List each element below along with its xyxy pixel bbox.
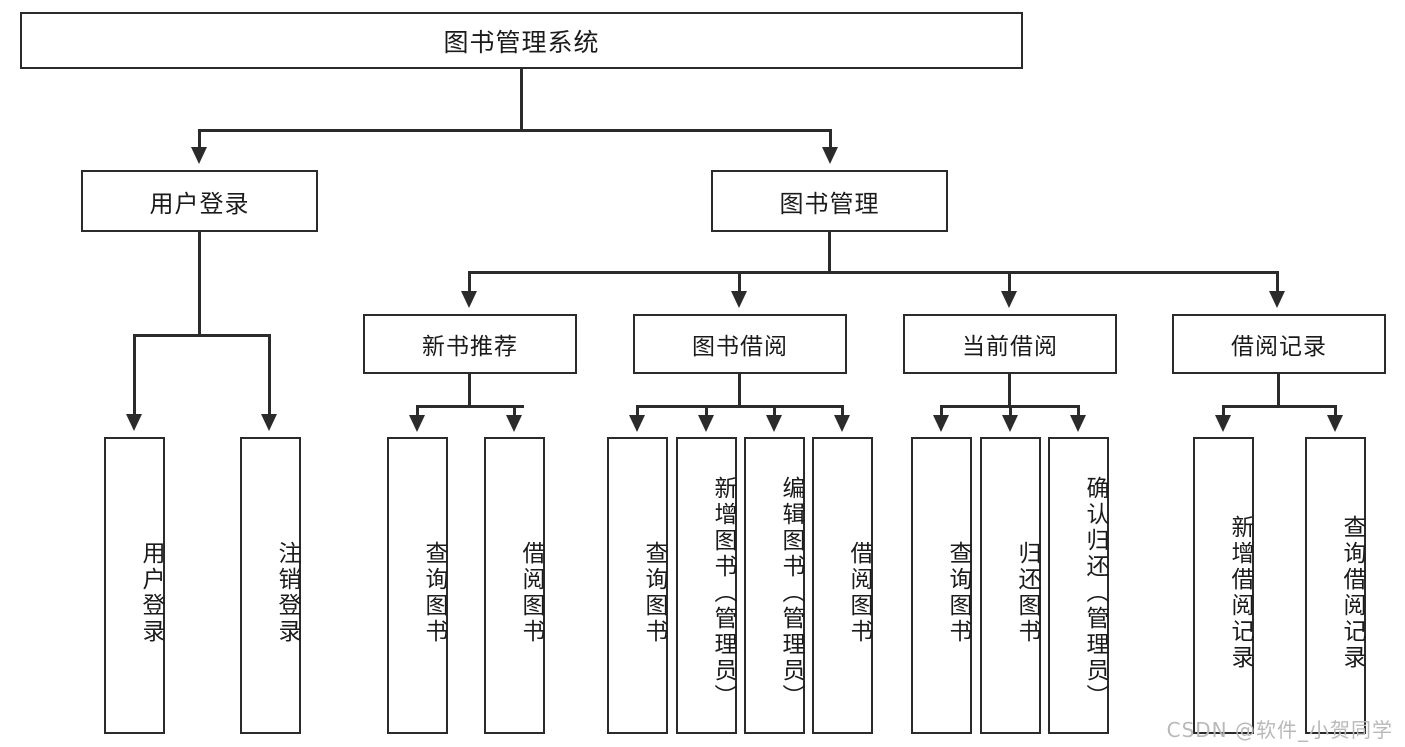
connector-root-bus (198, 129, 832, 132)
connector-new-book-stem (468, 374, 471, 408)
leaf-logout[interactable]: 注销登录 (240, 437, 301, 734)
leaf-new-book-borrow-books[interactable]: 借阅图书 (484, 437, 545, 734)
leaf-book-borrow-borrow-books[interactable]: 借阅图书 (812, 437, 873, 734)
leaf-new-book-query-books[interactable]: 查询图书 (387, 437, 448, 734)
connector-book-borrow-stem (738, 374, 741, 408)
node-root-book-management-system[interactable]: 图书管理系统 (20, 12, 1023, 69)
leaf-user-login[interactable]: 用户登录 (104, 437, 165, 734)
arrowhead-to-book-borrow (731, 291, 747, 308)
node-label: 查询借阅记录 (1339, 514, 1365, 671)
node-label: 查询图书 (945, 540, 971, 645)
connector-borrow-record-bus (1222, 405, 1337, 408)
arrowhead-to-current-borrow (1001, 291, 1017, 308)
connector-borrow-record-stem (1277, 374, 1280, 408)
arrowhead-to-leaf-logout (261, 414, 277, 431)
connector-level2-drop-4 (1276, 271, 1279, 293)
arrowhead-new-book-leaf-2 (506, 415, 522, 432)
node-book-management[interactable]: 图书管理 (711, 170, 948, 232)
connector-user-login-stem (198, 232, 201, 336)
node-borrow-record[interactable]: 借阅记录 (1172, 314, 1386, 374)
leaf-borrow-record-add-record[interactable]: 新增借阅记录 (1193, 437, 1254, 734)
connector-user-login-bus (133, 334, 270, 337)
connector-book-borrow-drop-4 (841, 405, 844, 417)
node-label: 新增借阅记录 (1227, 514, 1253, 671)
arrowhead-book-borrow-leaf-3 (766, 415, 782, 432)
arrowhead-root-to-user-login (191, 147, 207, 164)
arrowhead-current-borrow-leaf-1 (933, 415, 949, 432)
connector-book-borrow-bus (636, 405, 844, 408)
arrowhead-borrow-record-leaf-1 (1215, 415, 1231, 432)
node-label: 确认归还（管理员） (1082, 475, 1108, 710)
arrowhead-current-borrow-leaf-2 (1002, 415, 1018, 432)
connector-book-management-stem (828, 232, 831, 274)
node-label: 新增图书（管理员） (710, 475, 736, 710)
node-label: 编辑图书（管理员） (778, 475, 804, 710)
connector-level2-drop-1 (468, 271, 471, 293)
node-label: 用户登录 (138, 540, 164, 645)
connector-level2-drop-3 (1008, 271, 1011, 293)
connector-root-drop-2 (829, 129, 832, 149)
node-label: 用户登录 (149, 189, 250, 218)
node-label: 借阅图书 (846, 540, 872, 645)
node-user-login[interactable]: 用户登录 (81, 170, 318, 232)
node-label: 图书借阅 (692, 334, 788, 360)
arrowhead-book-borrow-leaf-1 (629, 415, 645, 432)
leaf-book-borrow-edit-book-admin[interactable]: 编辑图书（管理员） (744, 437, 805, 734)
arrowhead-current-borrow-leaf-3 (1070, 415, 1086, 432)
arrowhead-borrow-record-leaf-2 (1327, 415, 1343, 432)
connector-root-drop-1 (198, 129, 201, 149)
node-current-borrow[interactable]: 当前借阅 (903, 314, 1117, 374)
arrowhead-to-new-book-recommend (461, 291, 477, 308)
arrowhead-new-book-leaf-1 (409, 415, 425, 432)
arrowhead-to-borrow-record (1269, 291, 1285, 308)
arrowhead-to-leaf-user-login (126, 414, 142, 431)
arrowhead-book-borrow-leaf-4 (834, 415, 850, 432)
node-book-borrow[interactable]: 图书借阅 (633, 314, 847, 374)
connector-user-login-drop-1 (133, 334, 136, 416)
connector-current-borrow-drop-1 (940, 405, 943, 417)
arrowhead-root-to-book-management (822, 147, 838, 164)
connector-current-borrow-stem (1008, 374, 1011, 408)
connector-book-borrow-drop-2 (705, 405, 708, 417)
node-label: 借阅图书 (518, 540, 544, 645)
connector-new-book-drop-1 (416, 405, 419, 417)
connector-book-management-bus (468, 271, 1279, 274)
node-label: 当前借阅 (962, 334, 1058, 360)
arrowhead-book-borrow-leaf-2 (698, 415, 714, 432)
connector-book-borrow-drop-1 (636, 405, 639, 417)
leaf-borrow-record-query-record[interactable]: 查询借阅记录 (1305, 437, 1366, 734)
connector-book-borrow-drop-3 (773, 405, 776, 417)
connector-current-borrow-drop-2 (1009, 405, 1012, 417)
leaf-current-borrow-confirm-return-admin[interactable]: 确认归还（管理员） (1048, 437, 1109, 734)
node-label: 查询图书 (421, 540, 447, 645)
node-label: 图书管理系统 (443, 27, 600, 57)
leaf-current-borrow-query-books[interactable]: 查询图书 (911, 437, 972, 734)
connector-borrow-record-drop-2 (1334, 405, 1337, 417)
node-label: 新书推荐 (422, 334, 518, 360)
leaf-book-borrow-query-books[interactable]: 查询图书 (607, 437, 668, 734)
connector-user-login-drop-2 (268, 334, 271, 416)
node-label: 查询图书 (641, 540, 667, 645)
leaf-current-borrow-return-books[interactable]: 归还图书 (980, 437, 1041, 734)
node-label: 注销登录 (274, 540, 300, 645)
node-label: 借阅记录 (1231, 334, 1327, 360)
leaf-book-borrow-add-book-admin[interactable]: 新增图书（管理员） (676, 437, 737, 734)
connector-root-stem (520, 69, 523, 131)
connector-borrow-record-drop-1 (1222, 405, 1225, 417)
node-label: 图书管理 (779, 189, 880, 218)
connector-new-book-drop-2 (513, 405, 516, 417)
watermark: CSDN @软件_小贺同学 (1166, 718, 1393, 742)
connector-level2-drop-2 (738, 271, 741, 293)
connector-new-book-bus (416, 405, 524, 408)
node-new-book-recommend[interactable]: 新书推荐 (363, 314, 577, 374)
connector-current-borrow-drop-3 (1077, 405, 1080, 417)
node-label: 归还图书 (1014, 540, 1040, 645)
